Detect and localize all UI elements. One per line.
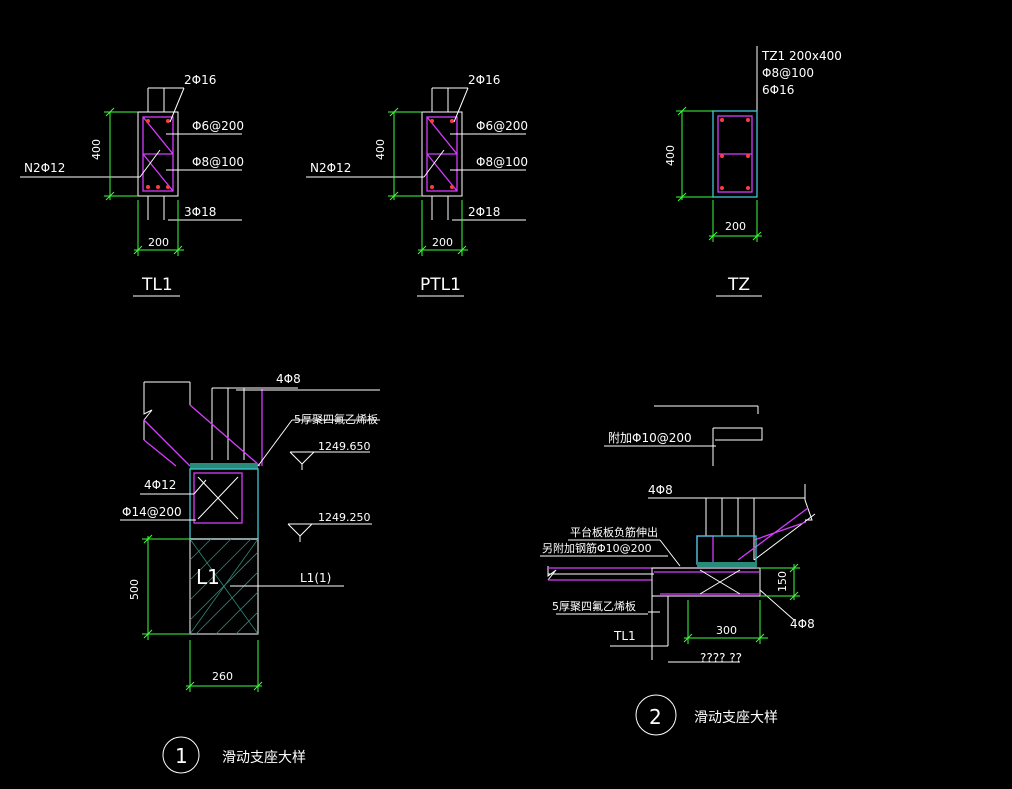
tl1-top-bar: 2Φ16 <box>184 73 216 87</box>
d2-number: 2 <box>649 705 662 729</box>
d2-bar-bottom: 4Φ8 <box>790 617 815 631</box>
tl1-height-dim: 400 <box>90 139 103 160</box>
d1-number: 1 <box>175 744 188 768</box>
section-tz: TZ1 200x400 Φ8@100 6Φ16 400 200 TZ <box>664 46 842 297</box>
tl1-title: TL1 <box>141 275 173 295</box>
tl1-stirrup-b: Φ8@100 <box>192 155 244 169</box>
tz-line1: TZ1 200x400 <box>761 49 842 63</box>
d2-note2: 另附加钢筋Φ10@200 <box>542 541 652 555</box>
d2-height-dim: 150 <box>776 571 789 592</box>
d2-beam-label: TL1 <box>613 629 636 643</box>
detail-2-sliding-support: 附加Φ10@200 4Φ8 平台板板负筋伸出 另附加钢筋Φ10@200 4Φ8 <box>540 405 816 736</box>
ptl1-bottom-bar: 2Φ18 <box>468 205 500 219</box>
d1-plate-label: 5厚聚四氟乙烯板 <box>294 412 378 426</box>
detail-1-sliding-support: 5厚聚四氟乙烯板 4Φ8 1249.650 4Φ12 Φ14@200 1249.… <box>120 372 380 774</box>
tl1-side-bar: N2Φ12 <box>24 161 65 175</box>
section-ptl1: 2Φ16 Φ6@200 Φ8@100 N2Φ12 2Φ18 400 200 PT… <box>306 73 528 297</box>
d2-plate-label: 5厚聚四氟乙烯板 <box>552 599 636 613</box>
tz-line2: Φ8@100 <box>762 66 814 80</box>
d1-elev-mid: 1249.250 <box>318 511 371 524</box>
tz-width-dim: 200 <box>725 220 746 233</box>
d2-extra-bar: 附加Φ10@200 <box>608 431 692 445</box>
d1-width-dim: 260 <box>212 670 233 683</box>
d2-unknown: ???? ?? <box>700 651 742 665</box>
d1-bar-mid: 4Φ12 <box>144 478 176 492</box>
d2-width-dim: 300 <box>716 624 737 637</box>
tz-height-dim: 400 <box>664 145 677 166</box>
d2-bar-top: 4Φ8 <box>648 483 673 497</box>
section-tl1: 2Φ16 Φ6@200 Φ8@100 N2Φ12 3Φ18 400 200 TL… <box>20 73 244 297</box>
d1-elev-top: 1249.650 <box>318 440 371 453</box>
tl1-width-dim: 200 <box>148 236 169 249</box>
tz-title: TZ <box>727 275 750 295</box>
tl1-bottom-bar: 3Φ18 <box>184 205 216 219</box>
ptl1-height-dim: 400 <box>374 139 387 160</box>
tl1-stirrup-a: Φ6@200 <box>192 119 244 133</box>
d2-note1: 平台板板负筋伸出 <box>570 525 658 539</box>
d1-stirrup: Φ14@200 <box>122 505 182 519</box>
ptl1-side-bar: N2Φ12 <box>310 161 351 175</box>
d1-title: 滑动支座大样 <box>222 749 306 766</box>
tz-line3: 6Φ16 <box>762 83 794 97</box>
ptl1-top-bar: 2Φ16 <box>468 73 500 87</box>
d1-beam-tag: L1 <box>196 565 220 589</box>
ptl1-stirrup-b: Φ8@100 <box>476 155 528 169</box>
d1-beam-label: L1(1) <box>300 571 331 585</box>
d1-height-dim: 500 <box>128 579 141 600</box>
ptl1-stirrup-a: Φ6@200 <box>476 119 528 133</box>
d2-title: 滑动支座大样 <box>694 709 778 726</box>
ptl1-title: PTL1 <box>420 275 461 295</box>
d1-bar-top: 4Φ8 <box>276 372 301 386</box>
ptl1-width-dim: 200 <box>432 236 453 249</box>
